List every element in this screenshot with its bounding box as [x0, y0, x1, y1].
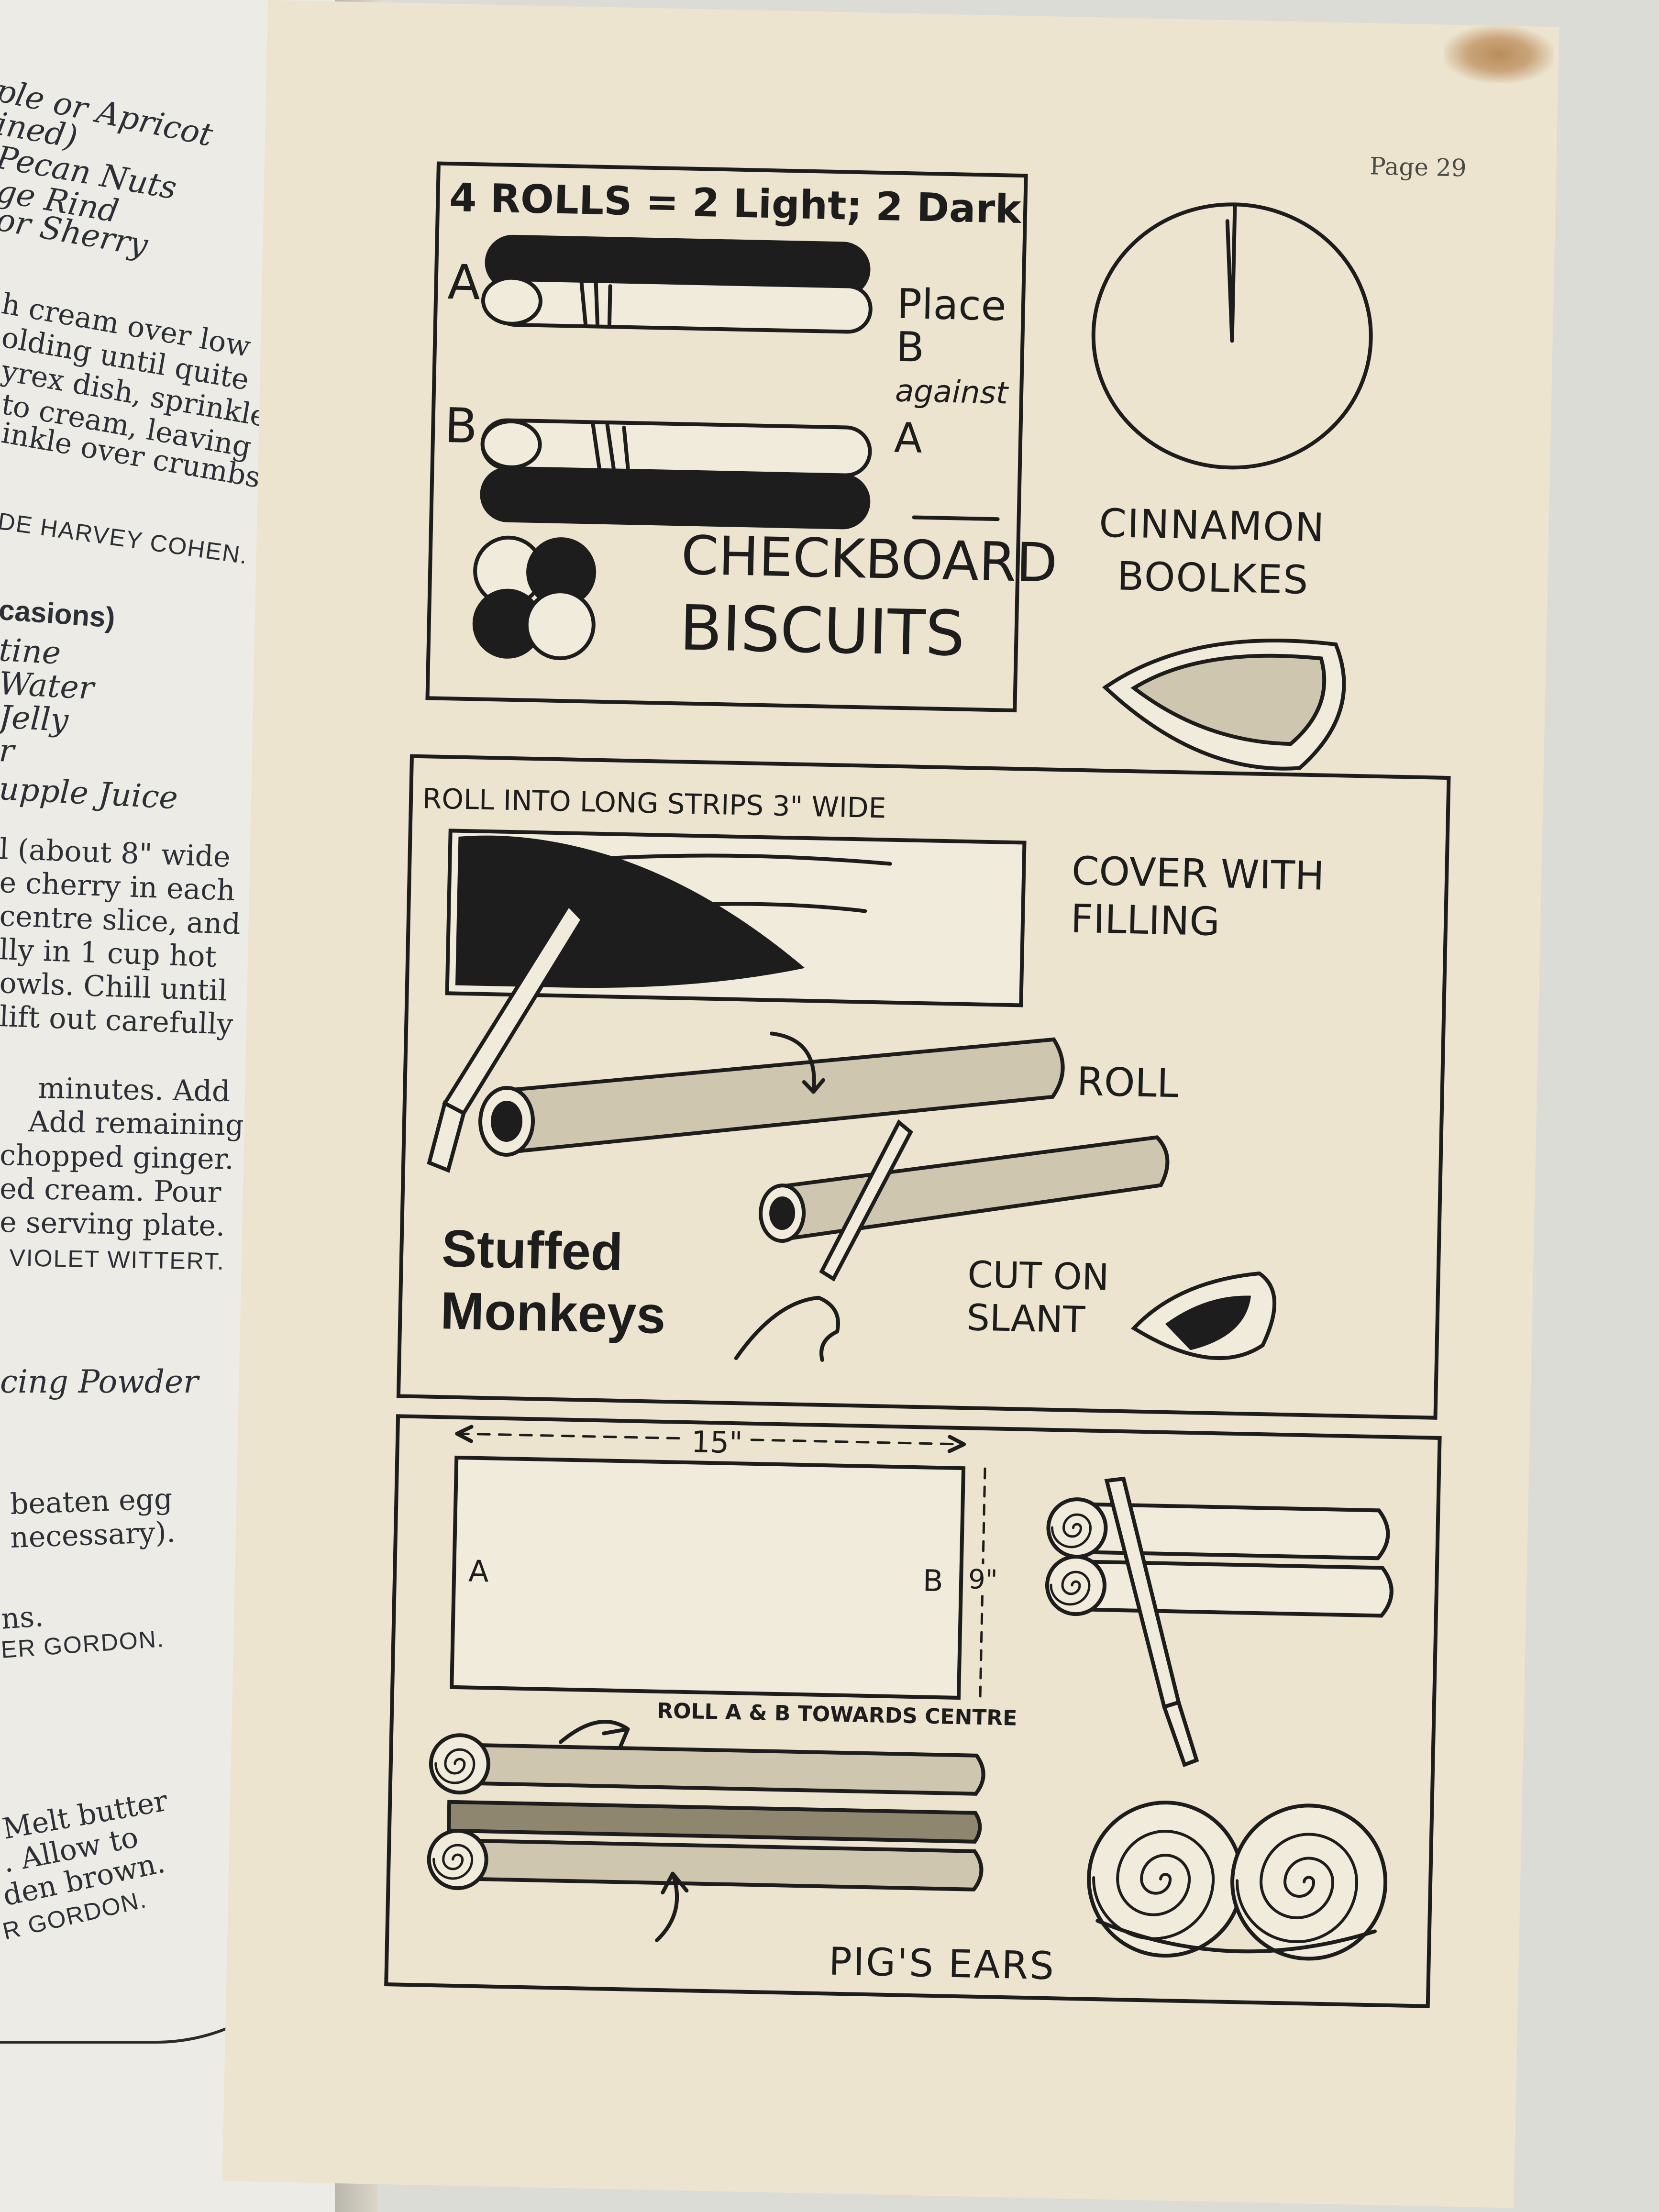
left-page-line: e serving plate.	[0, 1206, 225, 1243]
cinnamon-slice-drawing	[1102, 638, 1346, 771]
checkerboard-panel: 4 ROLLS = 2 Light; 2 Dark A B Place B ag…	[425, 161, 1058, 713]
pigs-ears-title: PIG'S EARS	[828, 1939, 1056, 1989]
left-page-line: ed cream. Pour	[0, 1172, 221, 1210]
left-page-line: r	[0, 732, 15, 770]
stuffed-monkeys-panel: ROLL INTO LONG STRIPS 3" WIDE COVER WITH…	[396, 754, 1451, 1420]
left-page-line: minutes. Add	[37, 1072, 231, 1109]
checkerboard-rolls-drawing	[472, 234, 1000, 661]
left-page-line: necessary).	[10, 1515, 176, 1555]
stain-mark	[1443, 24, 1555, 85]
pigs-height-label: 9"	[968, 1564, 998, 1596]
page-edge-curve	[0, 0, 344, 2044]
left-page-line: ns.	[0, 1599, 45, 1636]
left-page-line: VIOLET WITTERT.	[9, 1244, 225, 1275]
cinnamon-title-2: BOOLKES	[1117, 553, 1310, 603]
cinnamon-round-drawing	[1091, 202, 1373, 470]
pigs-label-b: B	[922, 1563, 944, 1599]
right-page: Page 29 4 ROLLS = 2 Light; 2 Dark A B Pl…	[222, 0, 1559, 2208]
left-page-line: chopped ginger.	[0, 1139, 234, 1176]
pigs-ears-panel: 15" 9" A B ROLL A & B TOWARDS CENTRE PIG…	[384, 1414, 1442, 2008]
left-page-line: beaten egg	[10, 1482, 173, 1521]
left-page-line: Add remaining	[28, 1105, 244, 1142]
page-number: Page 29	[1369, 152, 1467, 182]
pigs-width-label: 15"	[686, 1424, 748, 1460]
pigs-label-a: A	[468, 1553, 489, 1589]
cinnamon-title-1: CINNAMON	[1098, 500, 1326, 551]
left-page-line: cing Powder	[0, 1363, 199, 1400]
monkeys-drawing	[427, 829, 1276, 1362]
pigs-ears-drawing	[427, 1425, 1394, 1961]
